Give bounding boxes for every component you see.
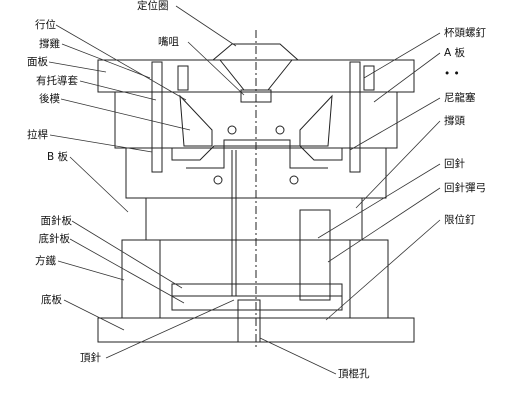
return-pin [299,209,331,301]
label-huizhen: 回針 [444,158,465,170]
label-mianzhenban: 面針板 [40,215,73,227]
label-a-ban: A 板 [444,47,466,59]
core [186,139,328,169]
cap-screw-right [363,65,375,91]
locating-ring [212,43,299,61]
label-fangtie: 方鐵 [35,255,56,267]
label-dots: • • [444,68,460,80]
cap-screw-left [177,65,189,91]
label-chengtou: 撐頭 [444,115,465,127]
support-plate [145,197,363,241]
knockout-hole [237,299,261,343]
label-xianweiding: 限位釘 [444,214,476,226]
label-b-ban: B 板 [46,151,68,163]
label-chengji: 撐雞 [39,38,60,50]
label-dingweiquan: 定位圈 [137,0,169,12]
label-huizhen-tanhuang: 回針彈弓 [444,182,486,194]
label-mianban: 面板 [27,56,48,68]
leader-pin-right [349,61,361,173]
label-dizhenban: 底針板 [38,233,71,245]
label-diban: 底板 [41,294,62,306]
label-penzui: 嘴咀 [158,36,179,48]
ejector-plate [171,295,343,311]
label-dinggun-kong: 頂棍孔 [338,368,370,380]
cavity [171,145,343,161]
label-lagan: 拉桿 [27,129,48,141]
slide-right [299,94,333,147]
label-xingwei: 行位 [35,19,56,31]
spacer-block-right [349,239,389,319]
label-nilongsai: 尼龍塞 [444,92,476,104]
leader-pin-left [151,61,163,173]
label-dingzhen: 頂針 [80,352,101,364]
ejector-retainer-plate [171,283,343,297]
label-bei-tou-luoding: 杯頭螺釘 [444,27,486,39]
label-youtuo-daotao: 有托導套 [36,75,78,87]
label-houmo: 後模 [39,93,60,105]
slide-left [179,94,213,147]
